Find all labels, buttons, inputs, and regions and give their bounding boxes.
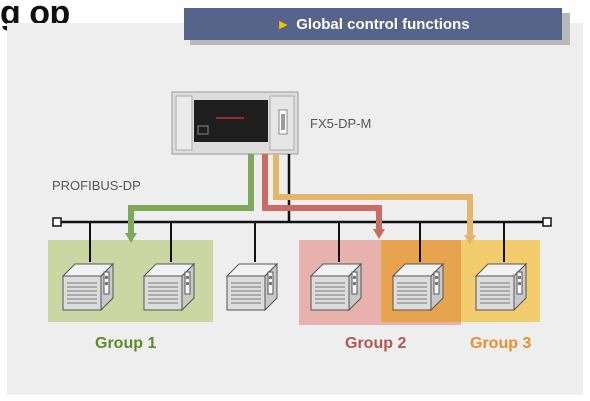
group3-label: Group 3 xyxy=(470,335,532,352)
slave-station-4 xyxy=(310,263,362,311)
master-label: FX5-DP-M xyxy=(310,116,372,131)
slave-station-6 xyxy=(475,263,527,311)
bus-label: PROFIBUS-DP xyxy=(52,178,141,193)
bus-terminator-right xyxy=(542,217,552,227)
group2-label: Group 2 xyxy=(345,335,407,352)
group1-arrow xyxy=(128,154,254,234)
slave-station-1 xyxy=(62,263,114,311)
group1-label: Group 1 xyxy=(95,335,157,352)
slave-station-2 xyxy=(143,263,195,311)
slave-station-3 xyxy=(226,263,278,311)
banner-title: Global control functions xyxy=(296,15,470,33)
right-triangle-icon: ► xyxy=(276,16,291,32)
fx5-dp-m-master-module xyxy=(171,91,299,155)
group3-arrow xyxy=(273,154,473,236)
group2-arrow xyxy=(262,154,382,230)
section-banner: ► Global control functions xyxy=(184,8,562,40)
slave-station-5 xyxy=(392,263,444,311)
bus-terminator-left xyxy=(52,217,62,227)
